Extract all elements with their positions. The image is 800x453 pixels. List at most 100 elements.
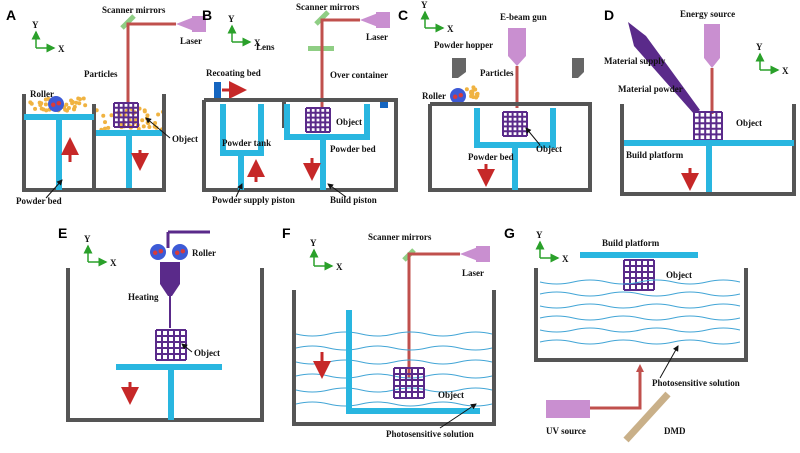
particle bbox=[109, 113, 114, 118]
particle bbox=[101, 113, 106, 118]
particle bbox=[464, 87, 469, 92]
label-powder_bed: Powder bed bbox=[16, 196, 62, 206]
label-roller: Roller bbox=[30, 89, 54, 99]
l-platform-vertical bbox=[346, 310, 352, 414]
liquid-wave bbox=[539, 303, 741, 309]
particle bbox=[103, 120, 108, 125]
label-solution: Photosensitive solution bbox=[386, 429, 474, 439]
particle bbox=[145, 113, 150, 118]
laser-body bbox=[376, 12, 390, 28]
liquid-wave bbox=[539, 279, 741, 285]
particle bbox=[44, 108, 49, 113]
panel-letter: F bbox=[282, 225, 291, 241]
leader-line bbox=[235, 183, 243, 198]
object-grid bbox=[693, 111, 723, 141]
label-axis_x: X bbox=[782, 66, 789, 76]
label-object: Object bbox=[666, 270, 692, 280]
laser-icon bbox=[360, 13, 378, 27]
label-ebeam: E-beam gun bbox=[500, 12, 547, 22]
label-solution: Photosensitive solution bbox=[652, 378, 740, 388]
roller-icon bbox=[450, 88, 466, 104]
particle bbox=[43, 102, 48, 107]
laser-beam bbox=[126, 22, 176, 104]
label-object: Object bbox=[736, 118, 762, 128]
label-scanner: Scanner mirrors bbox=[296, 2, 360, 12]
label-uv: UV source bbox=[546, 426, 586, 436]
particle bbox=[83, 103, 88, 108]
dmd-mirror bbox=[623, 391, 671, 443]
particle bbox=[154, 125, 159, 130]
object-grid bbox=[502, 111, 528, 137]
label-supply_piston: Powder supply piston bbox=[212, 195, 295, 205]
laser-body bbox=[476, 246, 490, 262]
container-wall bbox=[534, 268, 748, 362]
container-wall bbox=[292, 290, 496, 426]
label-axis_x: X bbox=[110, 258, 117, 268]
roller-dot bbox=[174, 250, 180, 256]
piston-right bbox=[126, 136, 132, 188]
heating-nozzle bbox=[160, 262, 180, 296]
label-hopper: Powder hopper bbox=[434, 40, 493, 50]
container-wall bbox=[66, 268, 264, 422]
container-wall bbox=[428, 102, 592, 192]
laser-beam bbox=[590, 370, 642, 410]
container-wall bbox=[202, 98, 398, 192]
container-wall bbox=[22, 94, 166, 192]
panel-letter: B bbox=[202, 7, 212, 23]
liquid-wave bbox=[295, 331, 493, 337]
object-grid bbox=[113, 102, 139, 128]
particle bbox=[474, 95, 479, 100]
build-platform bbox=[624, 140, 794, 146]
panel-letter: E bbox=[58, 225, 67, 241]
label-platform: Build platform bbox=[602, 238, 660, 248]
laser-beam bbox=[407, 252, 460, 378]
ebeam-gun-icon bbox=[508, 28, 526, 66]
liquid-wave bbox=[539, 315, 741, 321]
tank-wall-right bbox=[258, 104, 264, 154]
roller-icon bbox=[150, 244, 166, 260]
object-grid bbox=[305, 107, 331, 133]
particle bbox=[33, 106, 38, 111]
label-particles: Particles bbox=[480, 68, 514, 78]
mirror-icon bbox=[314, 10, 330, 26]
roller-dot bbox=[50, 102, 56, 108]
build-piston bbox=[512, 148, 518, 190]
material-supply-nozzle bbox=[628, 22, 700, 114]
liquid-wave bbox=[539, 291, 741, 297]
particle bbox=[77, 97, 82, 102]
roller-icon bbox=[172, 244, 188, 260]
label-axis_y: Y bbox=[32, 20, 39, 30]
supply-piston bbox=[238, 156, 244, 190]
platform-right bbox=[96, 130, 162, 136]
filament-feed bbox=[166, 230, 210, 248]
label-roller: Roller bbox=[422, 91, 446, 101]
label-axis_y: Y bbox=[310, 238, 317, 248]
particle bbox=[140, 118, 145, 123]
laser-beam bbox=[320, 18, 360, 108]
leader-line bbox=[525, 127, 541, 146]
leader-line bbox=[181, 343, 193, 353]
particle bbox=[29, 101, 34, 106]
over-container-icon bbox=[380, 100, 388, 108]
particle bbox=[69, 98, 74, 103]
particle bbox=[39, 101, 44, 106]
particle bbox=[156, 112, 161, 117]
tank-platform bbox=[220, 150, 264, 156]
l-platform-horizontal bbox=[346, 408, 480, 414]
label-axis_x: X bbox=[254, 38, 261, 48]
particle bbox=[66, 106, 71, 111]
build-platform bbox=[580, 252, 698, 258]
leader-line bbox=[659, 345, 679, 379]
bed-wall-right bbox=[364, 104, 370, 140]
particle bbox=[470, 91, 475, 96]
object-grid bbox=[623, 259, 655, 291]
bed-wall-left bbox=[474, 108, 480, 148]
particle bbox=[77, 101, 82, 106]
liquid-wave bbox=[295, 401, 493, 407]
laser-icon bbox=[176, 17, 194, 31]
